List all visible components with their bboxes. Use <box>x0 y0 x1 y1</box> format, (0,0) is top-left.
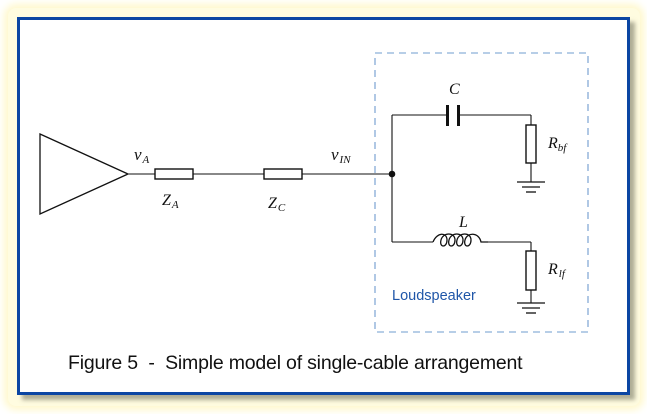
resistor-rlf <box>525 250 537 291</box>
impedance-zc <box>263 168 303 180</box>
label-v-in: vIN <box>331 145 351 166</box>
label-z-a: ZA <box>162 192 179 211</box>
label-z-c: ZC <box>268 195 286 214</box>
ground-icon <box>517 302 545 314</box>
resistor-rbf <box>525 124 537 164</box>
label-c: C <box>449 81 460 98</box>
label-l: L <box>458 214 468 231</box>
label-r-bf: Rbf <box>547 135 568 154</box>
amplifier-triangle <box>39 132 130 216</box>
impedance-za <box>154 168 194 180</box>
label-r-lf: Rlf <box>547 261 567 280</box>
capacitor-plate-left <box>446 105 449 126</box>
figure-caption: Figure 5 - Simple model of single-cable … <box>68 352 523 374</box>
inductor-l <box>432 233 488 247</box>
capacitor-plate-right <box>457 105 460 126</box>
label-v-a: vA <box>134 145 150 166</box>
ground-icon <box>517 181 545 193</box>
loudspeaker-box <box>374 52 589 333</box>
loudspeaker-label: Loudspeaker <box>392 288 476 304</box>
